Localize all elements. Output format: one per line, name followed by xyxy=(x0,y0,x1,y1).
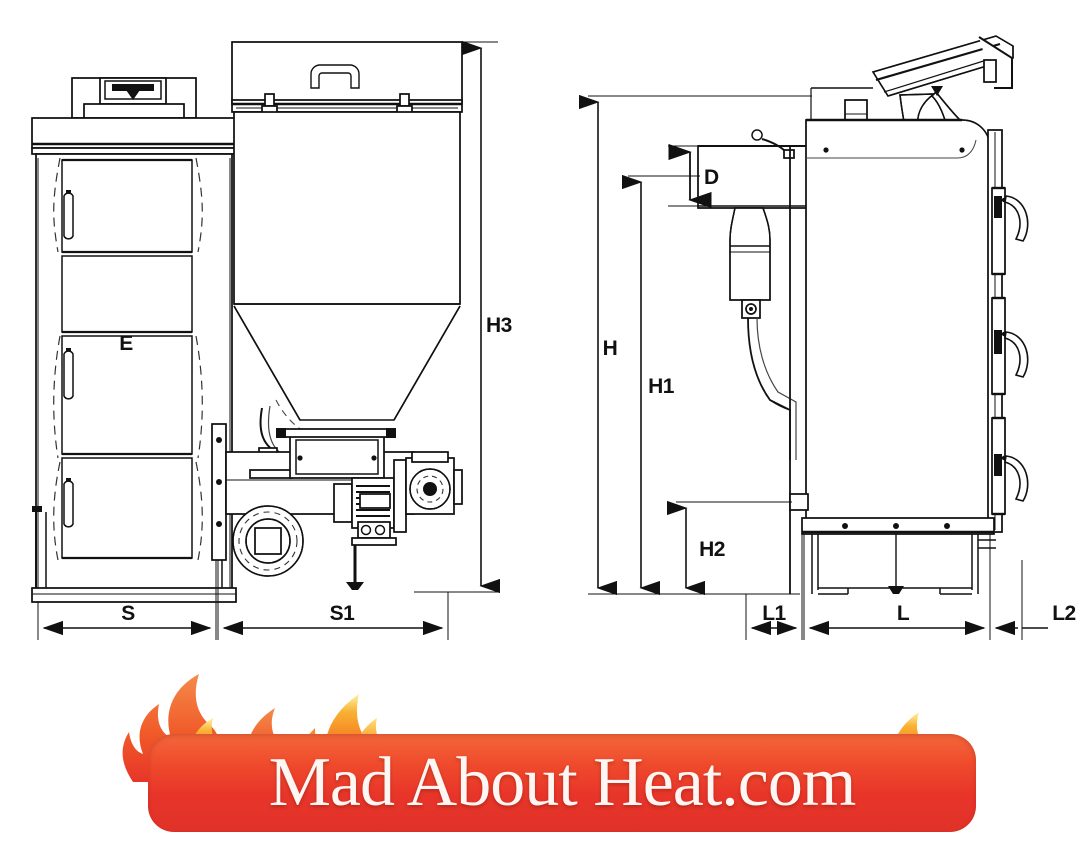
front-door-panels xyxy=(61,158,193,560)
screw-feeder-assembly xyxy=(211,405,463,590)
front-top-casing xyxy=(31,117,237,155)
dim-S1 xyxy=(217,560,449,640)
dim-H2 xyxy=(666,500,792,596)
front-flue-collar xyxy=(71,77,197,119)
dim-label-D: D xyxy=(704,166,719,189)
dim-L1 xyxy=(745,534,803,640)
side-doors xyxy=(991,186,1029,516)
dim-label-L1: L1 xyxy=(762,602,786,625)
logo-bar: Mad About Heat.com xyxy=(148,734,976,832)
dimension-labels: H3 S S1 E D H H1 H2 L1 L L2 xyxy=(119,166,1076,625)
dim-label-S1: S1 xyxy=(330,602,356,625)
side-boiler-body xyxy=(805,118,991,521)
dim-label-H2: H2 xyxy=(699,538,725,561)
view-label-E: E xyxy=(119,332,133,355)
dim-label-H3: H3 xyxy=(486,314,512,337)
side-pipe-stub xyxy=(789,493,809,511)
dim-L xyxy=(803,534,991,640)
logo-brand-text: Mad About Heat.com xyxy=(268,744,857,821)
dim-label-H1: H1 xyxy=(648,375,675,398)
dimension-lines xyxy=(37,40,1048,640)
madaboutheat-watermark: Mad About Heat.com xyxy=(115,672,976,840)
dim-S xyxy=(37,560,217,640)
dim-L2 xyxy=(994,560,1048,640)
hopper xyxy=(231,41,463,431)
dim-label-L2: L2 xyxy=(1052,602,1076,625)
front-hidden-lines xyxy=(53,157,203,561)
dim-label-H: H xyxy=(603,337,618,360)
front-view-group xyxy=(31,41,463,603)
side-base-frame xyxy=(801,517,996,595)
front-door-handles xyxy=(63,190,74,528)
side-hopper-profile xyxy=(697,129,813,460)
side-top-cover xyxy=(871,35,1014,97)
side-view-group xyxy=(697,35,1029,595)
dim-label-L: L xyxy=(897,602,910,625)
dim-H3 xyxy=(414,40,501,594)
dim-label-S: S xyxy=(121,602,135,625)
front-base xyxy=(31,506,237,603)
